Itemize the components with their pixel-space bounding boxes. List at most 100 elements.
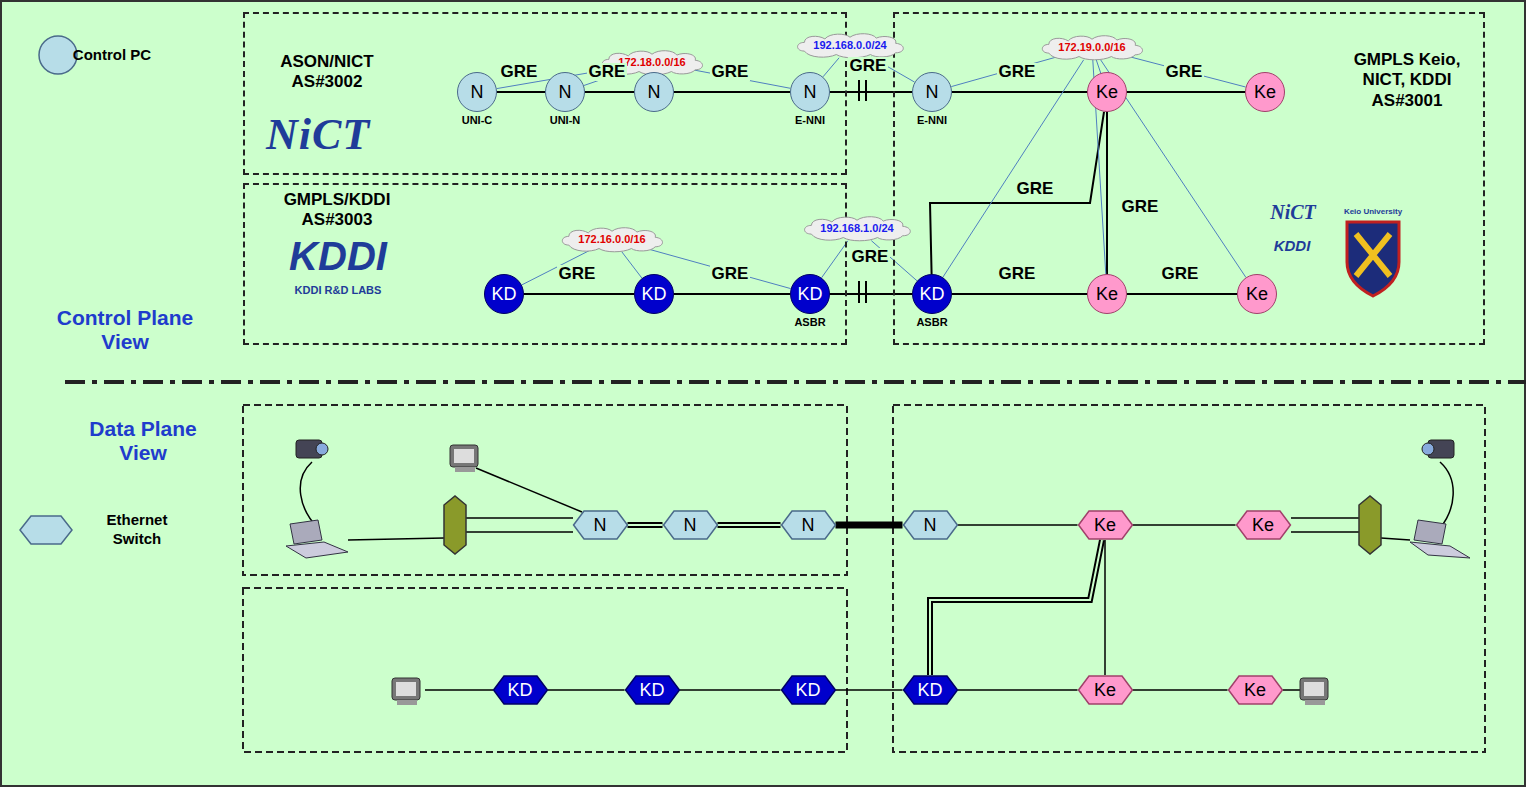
hexagon-shape [1236,511,1290,539]
connector-line [830,293,912,295]
data-link [1133,525,1236,526]
ethernet-switch-hexagon: N [663,510,718,540]
edge-label: GRE [710,265,751,284]
control-link [1129,57,1246,88]
subnet-address: 192.168.1.0/24 [820,222,893,234]
data-link [958,525,1078,526]
node-name: Ke [1254,82,1276,103]
cloud-shape [798,34,904,58]
data-link [1133,690,1228,691]
control-pc-circle: Ke [1087,274,1127,314]
gre-tunnel [1127,294,1237,295]
connector-line [930,112,1104,274]
connector-line [628,522,663,528]
ethernet-switch-hexagon: Ke [1228,675,1283,705]
logo-text: Keio University [1344,207,1402,216]
cloud-shape [1042,36,1142,60]
subnet-address: 172.18.0.0/16 [618,56,685,68]
edge-label: GRE [1160,265,1201,284]
connector-line [524,293,634,295]
node-role: UNI-N [550,114,581,126]
node-name: N [684,515,697,536]
control-pc-circle: KDASBR [912,274,952,314]
node-name: Ke [1246,284,1268,305]
cloud-shape [805,217,911,241]
hexagon-shape [781,511,835,539]
logo-text: KDDI [289,233,387,279]
connector-line [930,540,1102,675]
ethernet-switch-hexagon: KD [493,675,548,705]
edge-label: GRE [499,63,540,82]
node-name: KD [641,284,666,305]
connector-line [718,522,781,528]
region-heading: ASON/NICT AS#3002 [271,52,383,93]
access-wires [300,462,1453,690]
control-link [823,58,839,77]
connector-line [836,689,903,691]
gre-tunnel [930,112,1104,274]
data-link [628,525,663,526]
edge-label: GRE [997,265,1038,284]
connector-line [680,689,781,691]
edge-label: GRE [1120,198,1161,217]
node-name: N [804,82,817,103]
control-pc-circle: Ke [1245,72,1285,112]
node-name: N [471,82,484,103]
gre-tunnel [497,92,545,93]
control-pc-circle: Ke [1237,274,1277,314]
edge-label: GRE [997,63,1038,82]
control-pc-circle: NE-NNI [790,72,830,112]
control-link [622,252,642,278]
cloud-shape [562,228,662,252]
logo-text: KDDI R&D LABS [295,284,382,297]
node-name: KD [919,284,944,305]
node-name: KD [797,284,822,305]
ethernet-switch-hexagon: KD [625,675,680,705]
connector-line [830,91,912,93]
node-name: Ke [1094,515,1116,536]
control-link [822,241,848,278]
node-name: N [594,515,607,536]
legend-hexagon [20,516,72,544]
control-pc-circle: KD [634,274,674,314]
edge-label: GRE [850,248,891,267]
gre-tunnel [524,294,634,295]
control-link [1096,60,1100,73]
monitor-icon [392,678,420,705]
node-name: KD [795,680,820,701]
region-heading: GMPLS/KDDI AS#3003 [275,190,399,231]
gre-tunnel [674,92,790,93]
camera-icon [296,440,328,458]
data-link [836,525,903,526]
hexagon-shape [625,676,679,704]
connector-line [1106,112,1108,274]
ethernet-switch-hexagon: Ke [1078,675,1133,705]
connector-line [1127,91,1245,93]
connector-line [943,60,1084,277]
node-role: ASBR [916,316,947,328]
connector-line [958,689,1078,691]
connector-line [823,58,839,77]
gre-tunnel [585,92,634,93]
connector-line [952,293,1087,295]
ethernet-switch-hexagon: KD [781,675,836,705]
gre-tunnel [952,294,1087,295]
control-pc-circle: NE-NNI [912,72,952,112]
laptop-icon [286,520,348,558]
logo-text: KDDI [1274,237,1311,254]
view-title: Control Plane View [50,306,200,354]
legend-circle [39,36,77,74]
laptop-icon [1410,520,1470,558]
control-pc-circle: Ke [1087,72,1127,112]
connector-line [958,524,1078,526]
connector-line [622,252,642,278]
node-name: N [926,82,939,103]
node-name: N [559,82,572,103]
node-name: N [802,515,815,536]
data-link [548,690,625,691]
control-pc-circle: KDASBR [790,274,830,314]
hexagon-shape [903,676,957,704]
